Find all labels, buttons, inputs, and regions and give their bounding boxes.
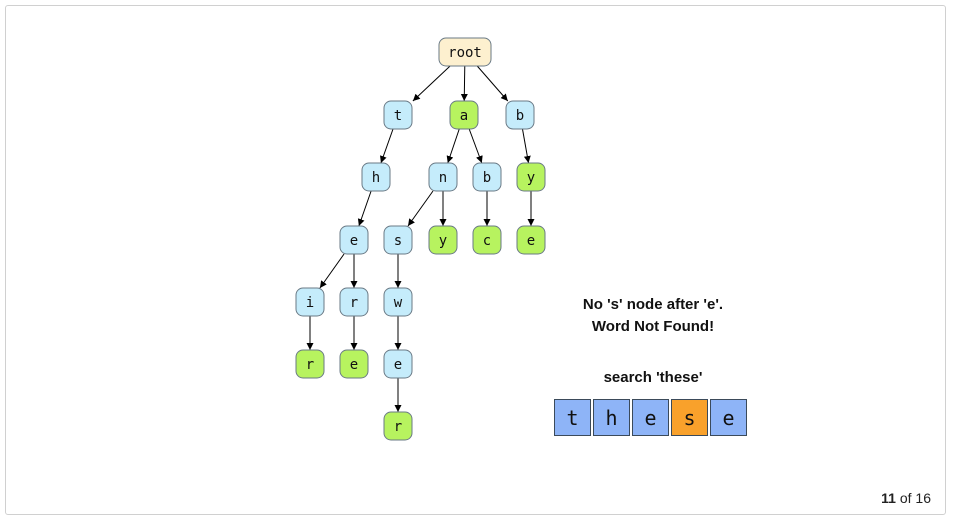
- trie-node-label: w: [394, 295, 403, 311]
- trie-node-label: y: [439, 233, 447, 249]
- trie-node-label: i: [306, 295, 314, 311]
- trie-node-label: y: [527, 170, 535, 186]
- search-letter-cell: h: [593, 399, 630, 436]
- trie-node-label: root: [448, 45, 482, 61]
- search-label: search 'these': [603, 369, 703, 386]
- trie-node-box: [428, 225, 458, 255]
- trie-node-label: n: [439, 170, 447, 186]
- trie-node-ab: b: [472, 162, 502, 192]
- trie-node-box: [361, 162, 391, 192]
- search-letter-cell: s: [671, 399, 708, 436]
- edge-a-an: [446, 128, 460, 164]
- edge-root-a: [460, 65, 468, 102]
- edge-t-th: [380, 128, 394, 164]
- trie-node-box: [383, 100, 413, 130]
- trie-node-any: y: [428, 225, 458, 255]
- trie-node-label: r: [306, 357, 314, 373]
- trie-node-by: y: [516, 162, 546, 192]
- edge-the-thei: [319, 253, 345, 289]
- trie-node-ans: s: [383, 225, 413, 255]
- status-line-1: No 's' node after 'e'.: [582, 296, 724, 313]
- trie-node-answ: w: [383, 287, 413, 317]
- edge-a-ab: [468, 128, 483, 164]
- trie-node-abc: c: [472, 225, 502, 255]
- search-letter-cell: e: [710, 399, 747, 436]
- trie-node-box: [383, 411, 413, 441]
- trie-node-label: e: [350, 357, 358, 373]
- status-line-2: Word Not Found!: [591, 318, 715, 335]
- trie-node-label: c: [483, 233, 491, 249]
- slide-pager: 11 of 16: [881, 490, 931, 506]
- slide-frame: [5, 5, 946, 515]
- trie-node-box: [383, 287, 413, 317]
- trie-node-label: b: [516, 108, 524, 124]
- trie-node-t: t: [383, 100, 413, 130]
- trie-node-thei: i: [295, 287, 325, 317]
- trie-node-box: [295, 349, 325, 379]
- trie-node-label: e: [527, 233, 535, 249]
- trie-node-bye: e: [516, 225, 546, 255]
- trie-node-box: [428, 162, 458, 192]
- trie-node-box: [383, 349, 413, 379]
- trie-node-box: [505, 100, 535, 130]
- search-letter-cell: t: [554, 399, 591, 436]
- trie-node-label: r: [350, 295, 358, 311]
- trie-node-label: s: [394, 233, 402, 249]
- trie-node-answe: e: [383, 349, 413, 379]
- edge-b1-by: [521, 128, 531, 164]
- search-letter-cell: e: [632, 399, 669, 436]
- trie-node-b1: b: [505, 100, 535, 130]
- trie-node-th: h: [361, 162, 391, 192]
- trie-node-their: r: [295, 349, 325, 379]
- trie-node-box: [438, 37, 492, 67]
- edge-an-ans: [407, 190, 434, 227]
- trie-node-label: h: [372, 170, 380, 186]
- trie-node-box: [295, 287, 325, 317]
- trie-node-box: [383, 225, 413, 255]
- edge-root-t: [412, 65, 451, 102]
- trie-node-ther: r: [339, 287, 369, 317]
- trie-node-label: b: [483, 170, 491, 186]
- trie-node-label: e: [394, 357, 402, 373]
- trie-node-box: [339, 225, 369, 255]
- pager-total: of 16: [899, 490, 931, 506]
- trie-node-box: [516, 225, 546, 255]
- trie-node-box: [472, 162, 502, 192]
- trie-node-root: root: [438, 37, 492, 67]
- trie-node-a: a: [449, 100, 479, 130]
- trie-node-box: [516, 162, 546, 192]
- pager-current: 11: [881, 490, 896, 506]
- trie-node-label: t: [394, 108, 402, 124]
- edge-root-b1: [476, 65, 509, 102]
- trie-node-label: r: [394, 419, 402, 435]
- edge-th-the: [357, 190, 372, 227]
- trie-node-an: n: [428, 162, 458, 192]
- trie-node-box: [339, 349, 369, 379]
- trie-node-answer: r: [383, 411, 413, 441]
- trie-node-label: a: [460, 108, 468, 124]
- trie-node-box: [339, 287, 369, 317]
- trie-node-box: [472, 225, 502, 255]
- trie-node-the: e: [339, 225, 369, 255]
- trie-node-box: [449, 100, 479, 130]
- trie-node-label: e: [350, 233, 358, 249]
- trie-node-there: e: [339, 349, 369, 379]
